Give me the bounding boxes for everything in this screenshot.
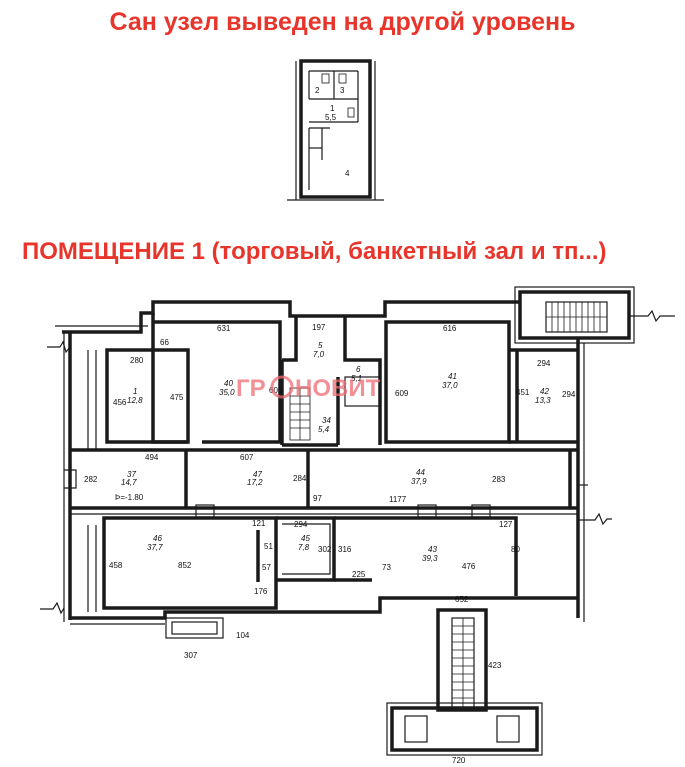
dimension-label: 127 (499, 520, 513, 529)
dimension-label: 283 (492, 475, 506, 484)
dimension-label: 294 (294, 520, 308, 529)
room-area: 13,3 (535, 396, 551, 405)
room-number: 42 (540, 387, 549, 396)
dimension-label: 73 (382, 563, 391, 572)
room-number: 5 (318, 341, 323, 350)
room-area: 5,4 (318, 425, 330, 434)
room-area: 39,3 (422, 554, 438, 563)
dimension-label: 720 (452, 756, 466, 765)
sanitary-label: 1 (330, 104, 335, 113)
dimension-label: 852 (178, 561, 192, 570)
room-number: 41 (448, 372, 457, 381)
sanitary-label: 3 (340, 86, 345, 95)
room-area: 12,8 (127, 396, 143, 405)
dimension-label: 307 (184, 651, 198, 660)
room-number: 45 (301, 534, 310, 543)
sanitary-plan: 2 3 1 5,5 4 (287, 59, 384, 201)
room-area: 14,7 (121, 478, 137, 487)
dimension-label: 607 (240, 453, 254, 462)
dimension-label: 66 (160, 338, 169, 347)
dimension-label: 475 (170, 393, 184, 402)
dimension-label: 456 (113, 398, 127, 407)
room-number: 1 (133, 387, 137, 396)
room-number: 40 (224, 379, 233, 388)
stair-treads-bottom (452, 618, 474, 710)
sanitary-label: 2 (315, 86, 320, 95)
dimension-label: 609 (395, 389, 409, 398)
dimension-label: 294 (537, 359, 551, 368)
room-area: 7,0 (313, 350, 325, 359)
dimension-label: 476 (462, 562, 476, 571)
dimension-label: 616 (443, 324, 457, 333)
watermark-text-right: НОВИТ (295, 375, 381, 402)
dimension-label: 280 (130, 356, 144, 365)
room-number: 47 (253, 470, 262, 479)
room-area: 37,7 (147, 543, 163, 552)
room-number: 46 (153, 534, 162, 543)
room-area: 37,9 (411, 477, 427, 486)
sanitary-label: 4 (345, 169, 350, 178)
dimension-label: 225 (352, 570, 366, 579)
room-area: 5,1 (351, 374, 362, 383)
dimension-label: 652 (455, 595, 469, 604)
dimension-label: 51 (264, 542, 273, 551)
dimension-label: 1177 (389, 495, 407, 504)
sanitary-label: 5,5 (325, 113, 337, 122)
room-area: 35,0 (219, 388, 235, 397)
watermark-text-left: ГР (236, 375, 266, 402)
level-mark: Þ=-1.80 (115, 493, 144, 502)
dimension-label: 494 (145, 453, 159, 462)
dimension-label: 80 (511, 545, 520, 554)
dimension-label: 284 (293, 474, 307, 483)
interior-stair (289, 387, 311, 441)
dimension-label: 282 (84, 475, 98, 484)
room-number: 43 (428, 545, 437, 554)
room-area: 17,2 (247, 478, 263, 487)
room-area: 37,0 (442, 381, 458, 390)
sanitary-heading: Сан узел выведен на другой уровень (109, 8, 576, 36)
dimension-label: 121 (252, 519, 266, 528)
dimension-label: 302 (318, 545, 332, 554)
dimension-label: 97 (313, 494, 322, 503)
room-number: 34 (322, 416, 331, 425)
main-plan: 631 66 280 456 475 197 605 616 609 451 2… (40, 286, 675, 765)
room-number: 44 (416, 468, 425, 477)
room-area: 7,8 (298, 543, 310, 552)
dimension-label: 631 (217, 324, 231, 333)
dimension-label: 451 (516, 388, 530, 397)
dimension-label: 57 (262, 563, 271, 572)
dimension-label: 605 (269, 386, 283, 395)
dimension-label: 458 (109, 561, 123, 570)
stair-treads-top (546, 302, 607, 332)
room-number: 6 (356, 365, 361, 374)
watermark: ГР НОВИТ (236, 375, 381, 402)
dimension-label: 294 (562, 390, 576, 399)
premises-heading: ПОМЕЩЕНИЕ 1 (торговый, банкетный зал и т… (22, 238, 607, 265)
dimension-label: 176 (254, 587, 268, 596)
room-number: 37 (127, 470, 136, 479)
dimension-label: 423 (488, 661, 502, 670)
watermark-logo-icon (270, 375, 294, 399)
dimension-label: 104 (236, 631, 250, 640)
dimension-label: 197 (312, 323, 326, 332)
dimension-label: 316 (338, 545, 352, 554)
